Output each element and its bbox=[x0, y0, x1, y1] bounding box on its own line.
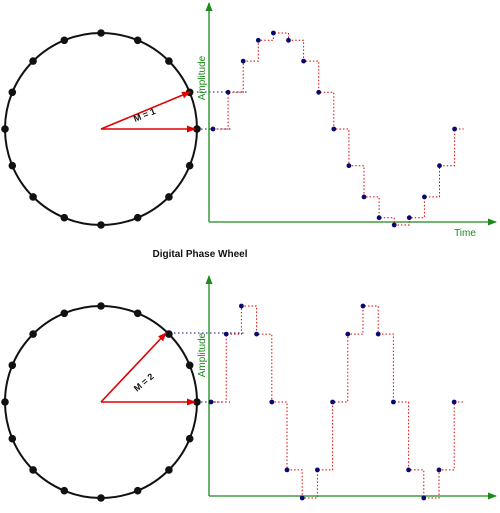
panel-m1: M = 1 Amplitude Time bbox=[1, 2, 497, 239]
wheel-dot-14-m2 bbox=[165, 466, 173, 474]
wheel-dot-11-m2 bbox=[60, 486, 69, 495]
wheel-dot-11-m1 bbox=[60, 213, 69, 222]
wheel-dot-4-m2 bbox=[97, 302, 105, 310]
sample-points-m2 bbox=[208, 303, 457, 501]
wheel-dot-7-m1 bbox=[8, 88, 17, 97]
wheel-dot-15-m2 bbox=[185, 434, 194, 443]
sample-point-12-m2 bbox=[391, 399, 396, 405]
sample-point-2-m2 bbox=[239, 303, 244, 309]
sample-point-7-m1 bbox=[316, 89, 322, 95]
sample-point-11-m2 bbox=[375, 331, 381, 337]
sample-point-5-m1 bbox=[286, 37, 291, 43]
wheel-dot-7-m2 bbox=[8, 361, 17, 370]
wheel-dot-10-m1 bbox=[29, 193, 37, 201]
sample-point-4-m1 bbox=[271, 30, 276, 36]
sample-point-14-m2 bbox=[421, 495, 427, 501]
phase-wheel-m2 bbox=[1, 302, 201, 502]
axes-m2: Amplitude bbox=[197, 275, 497, 500]
wheel-dot-10-m2 bbox=[29, 466, 37, 474]
wheel-dots-m2 bbox=[1, 302, 201, 502]
wheel-dot-2-m2 bbox=[165, 330, 173, 338]
sample-point-13-m2 bbox=[406, 467, 411, 473]
sample-point-16-m2 bbox=[451, 399, 457, 405]
phase-vector-1-m1 bbox=[100, 91, 191, 130]
diagram-title: Digital Phase Wheel bbox=[152, 249, 247, 260]
y-axis-label-m1: Amplitude bbox=[197, 55, 208, 100]
sample-point-15-m1 bbox=[437, 163, 442, 169]
sample-point-11-m1 bbox=[376, 215, 382, 221]
wheel-dot-9-m2 bbox=[8, 434, 17, 443]
sample-points-m1 bbox=[210, 30, 457, 228]
wheel-dot-1-m2 bbox=[185, 361, 194, 370]
wheel-dot-12-m2 bbox=[97, 494, 105, 502]
wheel-dot-4-m1 bbox=[97, 29, 105, 37]
sample-point-8-m1 bbox=[331, 126, 337, 132]
x-axis-label-m1: Time bbox=[454, 228, 476, 239]
phase-vectors-m2: M = 2 bbox=[100, 332, 196, 406]
sample-point-8-m2 bbox=[330, 399, 335, 405]
panel-m2: M = 2 Amplitude bbox=[1, 275, 497, 502]
sample-point-9-m2 bbox=[345, 331, 351, 337]
sample-point-3-m1 bbox=[255, 37, 261, 43]
sample-point-7-m2 bbox=[315, 467, 320, 473]
axes-m1: Amplitude Time bbox=[197, 2, 497, 239]
wheel-dot-14-m1 bbox=[165, 193, 173, 201]
projection-lines-m2 bbox=[170, 332, 246, 403]
wheel-dot-13-m1 bbox=[133, 213, 142, 222]
sample-point-1-m2 bbox=[223, 331, 229, 337]
sample-point-6-m2 bbox=[299, 495, 305, 501]
sample-point-13-m1 bbox=[406, 215, 412, 221]
sample-point-4-m2 bbox=[269, 399, 275, 405]
sample-point-6-m1 bbox=[301, 58, 306, 64]
sample-point-1-m1 bbox=[225, 89, 231, 95]
step-label-m1: M = 1 bbox=[132, 106, 157, 124]
sample-point-10-m2 bbox=[360, 303, 366, 309]
sample-point-2-m1 bbox=[240, 58, 246, 64]
phase-vectors-m1: M = 1 bbox=[100, 91, 196, 133]
wheel-dot-13-m2 bbox=[133, 486, 142, 495]
sample-point-14-m1 bbox=[422, 194, 427, 200]
wheel-dot-12-m1 bbox=[97, 221, 105, 229]
staircase-m1 bbox=[213, 32, 464, 226]
wheel-dot-8-m1 bbox=[1, 125, 9, 133]
sample-point-0-m2 bbox=[208, 399, 214, 405]
wheel-dot-5-m1 bbox=[60, 36, 69, 45]
sample-point-3-m2 bbox=[254, 331, 259, 337]
wheel-dot-6-m1 bbox=[29, 57, 37, 65]
step-label-m2: M = 2 bbox=[132, 371, 156, 393]
wheel-dot-3-m1 bbox=[133, 36, 142, 45]
wheel-dot-8-m2 bbox=[1, 398, 9, 406]
sample-point-9-m1 bbox=[346, 163, 352, 169]
wheel-dot-3-m2 bbox=[133, 309, 142, 318]
sample-point-15-m2 bbox=[436, 467, 442, 473]
sample-point-10-m1 bbox=[361, 194, 367, 200]
y-axis-label-m2: Amplitude bbox=[197, 332, 208, 377]
sample-point-12-m1 bbox=[391, 222, 397, 228]
wheel-dot-5-m2 bbox=[60, 309, 69, 318]
sample-point-16-m1 bbox=[452, 126, 457, 132]
wheel-dot-15-m1 bbox=[185, 161, 194, 170]
wheel-dot-9-m1 bbox=[8, 161, 17, 170]
sample-point-0-m1 bbox=[210, 126, 216, 132]
phase-vector-2-m2 bbox=[100, 332, 167, 403]
wheel-dot-2-m1 bbox=[165, 57, 173, 65]
wheel-dots-m1 bbox=[1, 29, 201, 229]
phase-wheel-m1 bbox=[1, 29, 201, 229]
wheel-dot-6-m2 bbox=[29, 330, 37, 338]
staircase-m2 bbox=[211, 305, 464, 499]
sample-point-5-m2 bbox=[284, 467, 290, 473]
